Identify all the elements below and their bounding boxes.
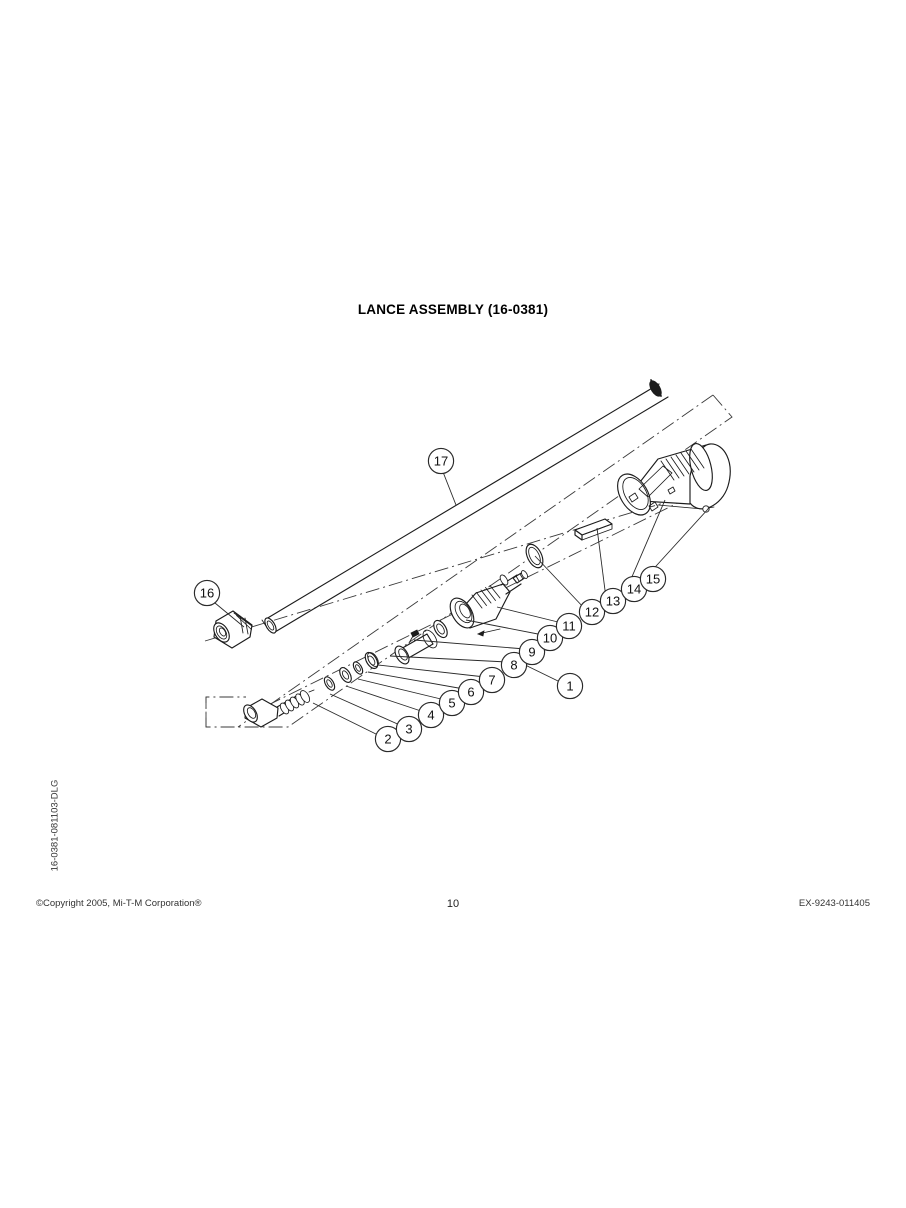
callout-balloon-13[interactable]: 13 [599,587,627,615]
callout-balloon-3[interactable]: 3 [395,715,423,743]
callout-label-8: 8 [510,658,517,673]
footer-page-number: 10 [446,898,460,910]
part-nozzle-plug-end [243,689,315,728]
page-title: LANCE ASSEMBLY (16-0381) [357,302,549,317]
callout-label-14: 14 [627,582,641,597]
callout-balloon-9[interactable]: 9 [518,638,546,666]
callout-balloon-10[interactable]: 10 [536,624,564,652]
part-retaining-pin-8 [408,629,420,644]
callout-label-3: 3 [405,722,412,737]
callout-leader-lines [214,471,710,737]
callout-balloon-12[interactable]: 12 [578,598,606,626]
part-quick-coupler-body-10 [449,570,528,637]
part-grip-handle-14 [617,443,731,516]
part-oring-large-11 [525,543,544,569]
part-oring-4 [339,667,352,683]
part-oring-6 [364,651,379,670]
callout-label-4: 4 [427,708,434,723]
callout-label-11: 11 [562,619,576,634]
part-lance-tube [261,379,669,634]
callout-balloon-7[interactable]: 7 [478,666,506,694]
footer-document-code: EX-9243-011405 [798,898,870,909]
callout-label-2: 2 [384,732,391,747]
callout-label-9: 9 [528,645,535,660]
callout-balloon-11[interactable]: 11 [555,612,583,640]
callout-label-7: 7 [488,673,495,688]
callout-label-16: 16 [200,586,214,601]
part-oring-9 [433,619,448,639]
callout-balloon-14[interactable]: 14 [620,575,648,603]
callout-balloons: 1 2 3 4 5 6 7 [193,447,667,753]
callout-balloon-15[interactable]: 15 [639,565,667,593]
part-oring-3 [323,676,336,691]
footer-copyright: ©Copyright 2005, Mi-T-M Corporation® [36,898,202,909]
part-threaded-coupler-nut [213,610,253,649]
callout-balloon-1[interactable]: 1 [556,672,584,700]
callout-label-12: 12 [585,605,599,620]
callout-label-15: 15 [646,572,660,587]
callout-balloon-4[interactable]: 4 [417,701,445,729]
part-set-screw-15 [657,504,715,513]
callout-label-10: 10 [543,631,557,646]
callout-label-17: 17 [434,454,448,469]
part-washer-5 [352,661,364,675]
callout-label-6: 6 [467,685,474,700]
callout-label-1: 1 [566,679,573,694]
part-insert-block-13 [574,518,613,541]
callout-label-5: 5 [448,696,455,711]
callout-balloon-16[interactable]: 16 [193,579,221,607]
callout-balloon-17[interactable]: 17 [427,447,455,475]
callout-balloon-8[interactable]: 8 [500,651,528,679]
page-footer: ©Copyright 2005, Mi-T-M Corporation® 10 … [0,898,906,916]
callout-label-13: 13 [606,594,620,609]
boundary-frame [205,394,733,728]
callout-balloon-6[interactable]: 6 [457,678,485,706]
